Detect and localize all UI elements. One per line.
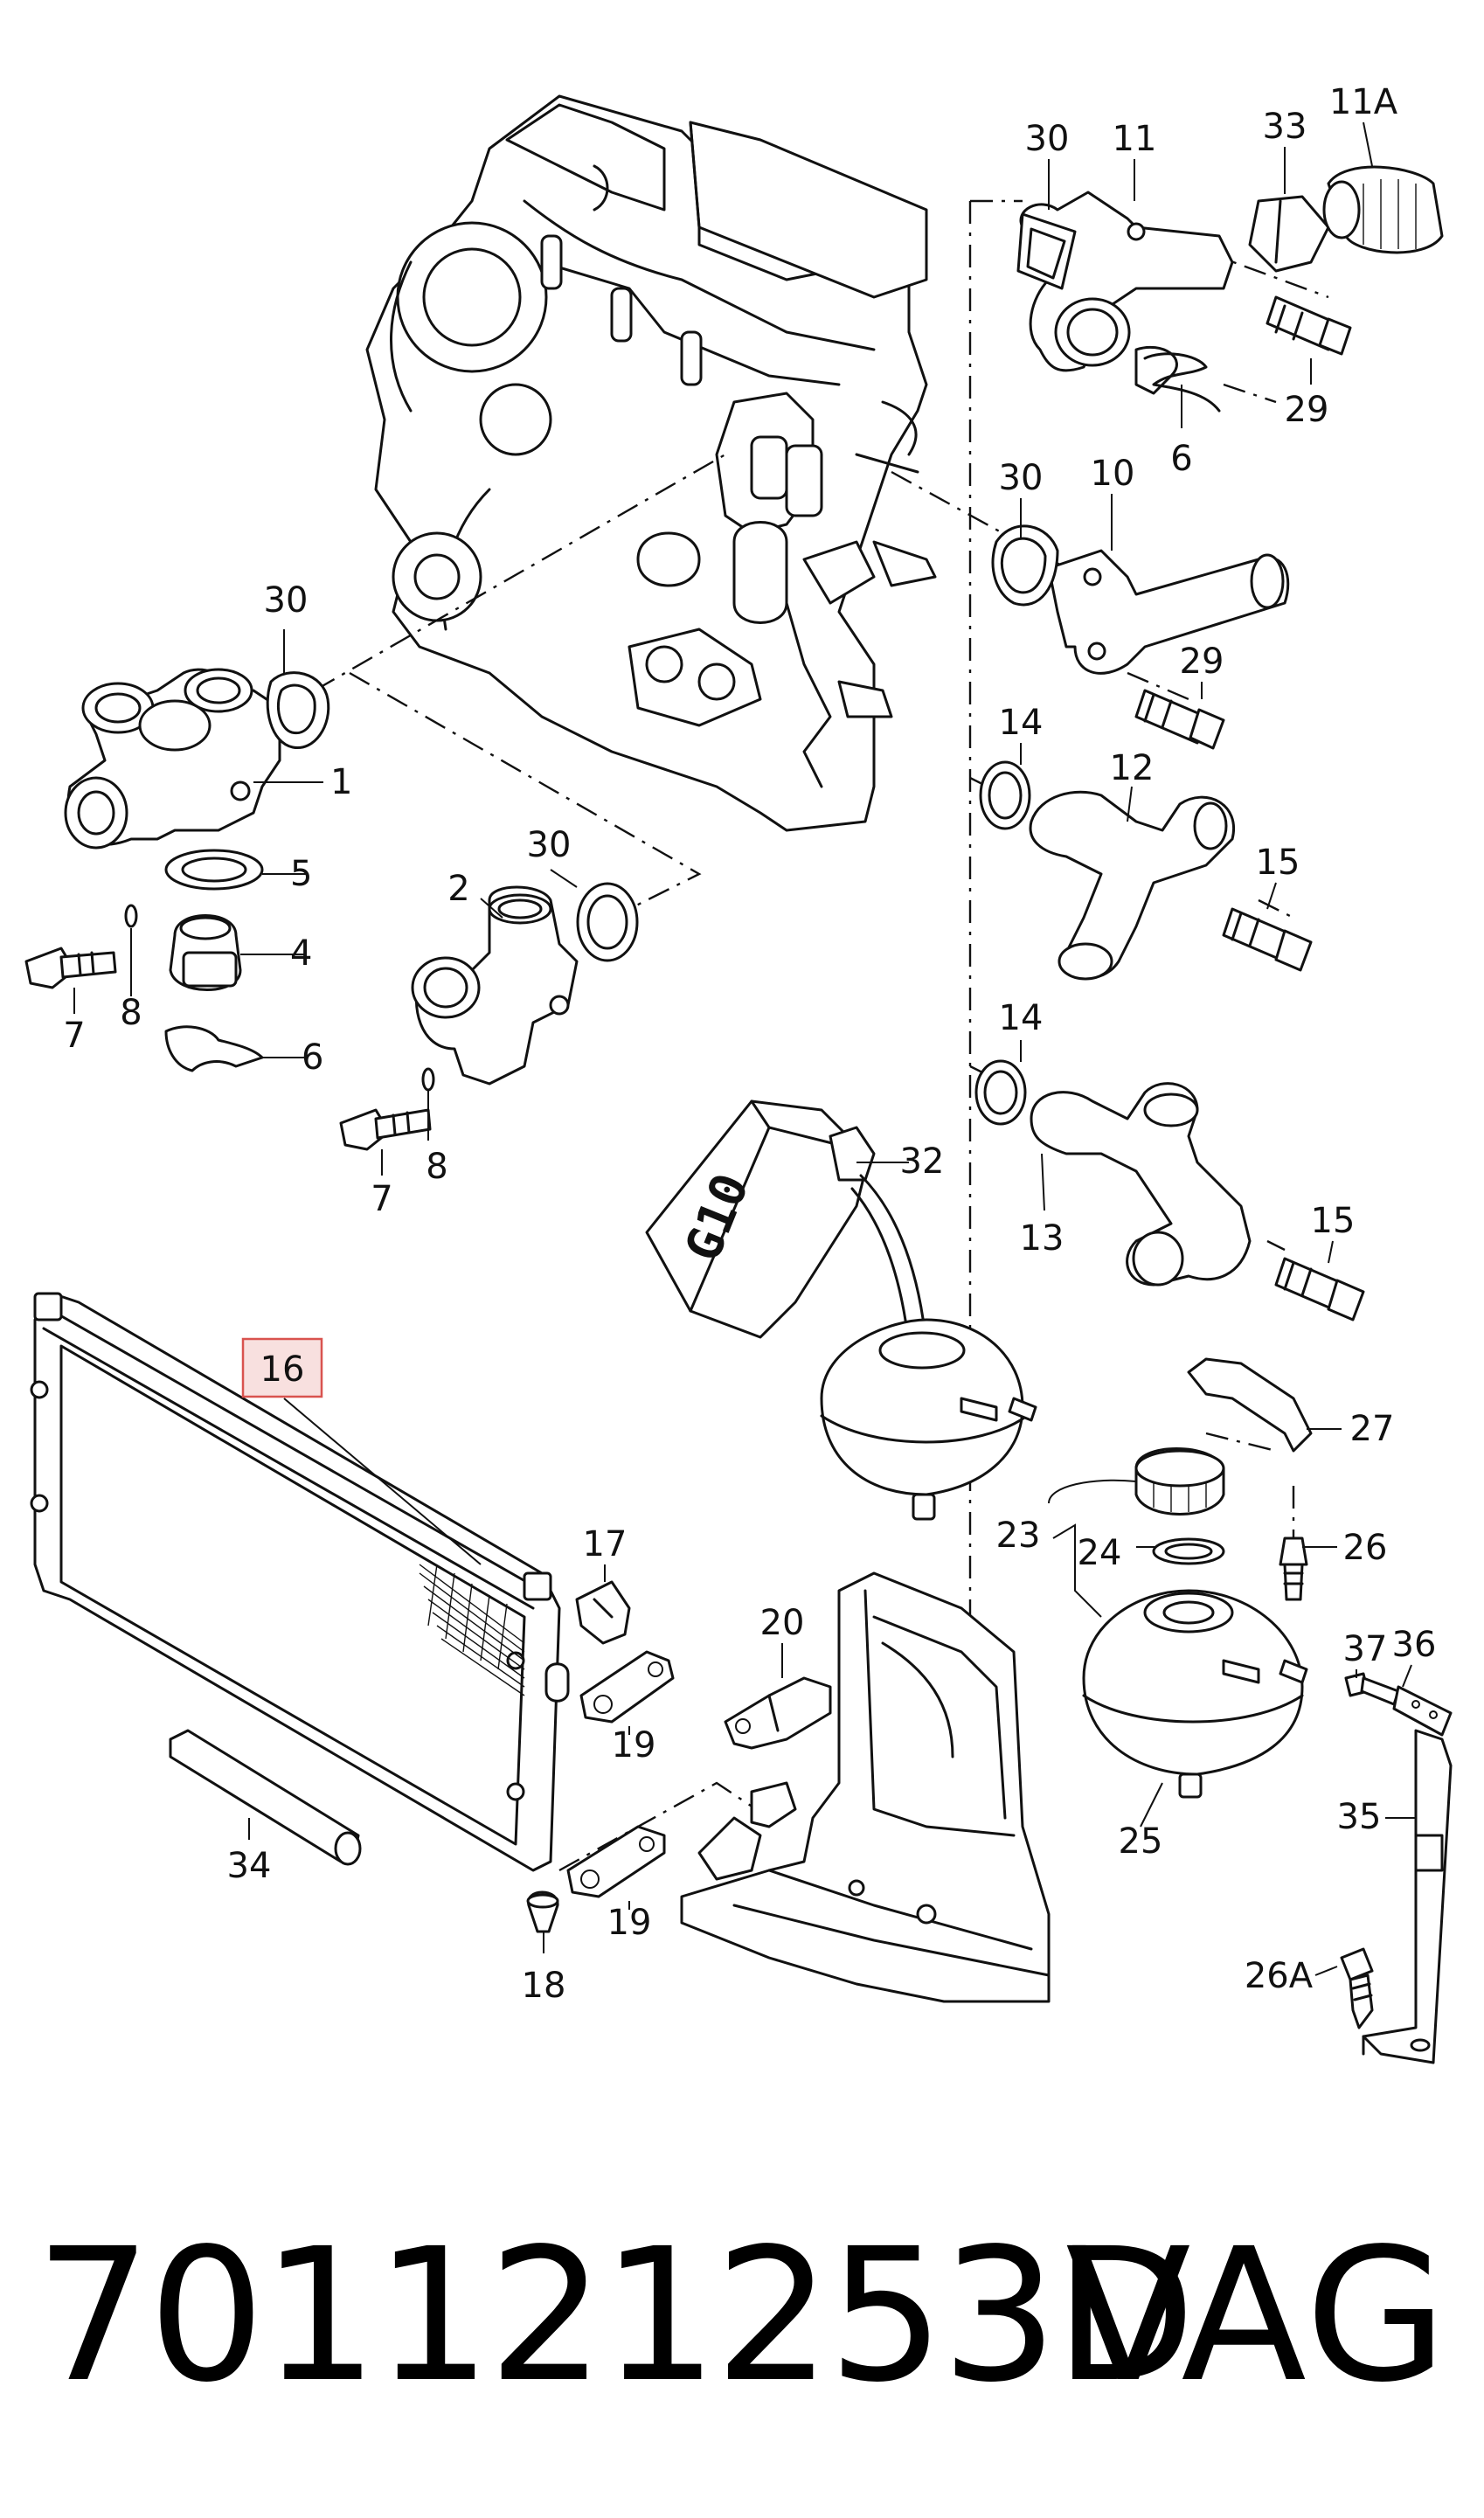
bracket-27 <box>1187 1357 1313 1453</box>
elbow-pipe-13 <box>1030 1082 1252 1287</box>
callout-5: 5 <box>290 854 312 894</box>
callout-11: 11 <box>1113 119 1157 159</box>
cap-23 <box>1134 1447 1225 1516</box>
bracket-20 <box>724 1676 832 1750</box>
callout-32: 32 <box>900 1141 945 1182</box>
callout-4: 4 <box>290 933 312 974</box>
flange-pipe-11 <box>1019 191 1234 395</box>
callout-1: 1 <box>330 762 352 802</box>
bushing-plain <box>544 1662 570 1703</box>
expansion-tank-25 <box>1082 1589 1308 1799</box>
bolt-26 <box>1279 1536 1308 1601</box>
callout-23: 23 <box>996 1516 1041 1556</box>
callout-11A: 11A <box>1329 82 1398 122</box>
callout-12: 12 <box>1110 748 1155 788</box>
bolt-15-mid <box>1222 907 1313 972</box>
seal-strip-34 <box>169 1729 362 1866</box>
callout-29: 29 <box>1180 642 1224 682</box>
brand-name: VAG <box>1065 2209 1449 2423</box>
callout-33: 33 <box>1263 107 1307 147</box>
body-front-panel <box>680 1571 1051 2003</box>
ring-14-mid <box>979 760 1031 830</box>
ring-14-low <box>974 1059 1027 1126</box>
filter-11A <box>1322 165 1444 254</box>
radiator-16 <box>30 1292 561 1872</box>
callout-16: 16 <box>260 1349 305 1390</box>
callout-10: 10 <box>1091 454 1135 494</box>
callout-24: 24 <box>1078 1533 1122 1573</box>
callout-37: 37 <box>1343 1629 1388 1669</box>
coolant-canister-32: G10 <box>645 1099 928 1348</box>
expansion-tank-upper <box>820 1318 1037 1521</box>
callout-16-highlight: 16 <box>241 1337 323 1398</box>
mount-18 <box>526 1890 559 1933</box>
bump-stop-17 <box>575 1580 631 1645</box>
footer: 701121253D VAG <box>0 2202 1484 2465</box>
gasket-30-mid <box>991 524 1059 607</box>
bolt-29-top <box>1266 295 1352 356</box>
leader-lines <box>73 121 1416 1976</box>
engine-block <box>365 94 937 832</box>
callout-36: 36 <box>1392 1625 1437 1665</box>
callout-30: 30 <box>527 825 572 865</box>
callout-35: 35 <box>1337 1797 1382 1837</box>
callout-25: 25 <box>1119 1821 1163 1862</box>
gasket-30-left <box>266 671 330 749</box>
callout-29: 29 <box>1285 390 1329 430</box>
callout-6: 6 <box>1170 439 1192 479</box>
oring-8-left <box>124 904 138 928</box>
callout-14: 14 <box>999 703 1044 743</box>
oring-8-center <box>421 1067 435 1092</box>
bracket-19-lower <box>566 1825 666 1898</box>
parts-exploded-diagram: G10 <box>24 82 1453 2064</box>
thermostat-housing-2 <box>411 885 579 1086</box>
bolt-7-left <box>24 947 117 989</box>
gasket-5 <box>164 849 264 891</box>
callout-30: 30 <box>999 458 1044 498</box>
bolt-7-center <box>339 1108 432 1151</box>
callout-19: 19 <box>612 1725 656 1765</box>
callout-30: 30 <box>1025 119 1070 159</box>
callout-34: 34 <box>227 1846 272 1886</box>
callout-20: 20 <box>760 1603 805 1643</box>
part-number: 701121253D <box>35 2209 1196 2423</box>
callout-labels: 30 11 33 11A 29 6 30 10 29 30 1 5 4 7 8 … <box>63 82 1436 2006</box>
callout-7: 7 <box>371 1179 392 1219</box>
bolt-29-mid <box>1134 689 1225 750</box>
callout-14: 14 <box>999 998 1044 1038</box>
thermostat-housing-1 <box>64 668 281 850</box>
flange-pipe-10 <box>1047 549 1290 675</box>
clip-6-top <box>1143 352 1221 413</box>
callout-7: 7 <box>63 1016 85 1056</box>
bracket-35 <box>1362 1729 1453 2064</box>
callout-17: 17 <box>583 1524 628 1564</box>
callout-8: 8 <box>120 993 142 1033</box>
callout-6: 6 <box>302 1037 323 1078</box>
callout-15: 15 <box>1256 843 1300 883</box>
callout-30: 30 <box>264 580 309 621</box>
nut-36 <box>1392 1685 1453 1737</box>
callout-2: 2 <box>447 869 469 909</box>
bracket-19-upper <box>579 1650 675 1724</box>
callout-15: 15 <box>1311 1201 1356 1241</box>
screw-26A <box>1340 1947 1374 2029</box>
branch-pipe-12 <box>1029 790 1235 981</box>
callout-26A: 26A <box>1245 1956 1314 1996</box>
callout-13: 13 <box>1020 1218 1064 1259</box>
gasket-30-top <box>1016 212 1077 290</box>
callout-26: 26 <box>1343 1528 1388 1568</box>
bolt-37 <box>1344 1672 1400 1706</box>
seal-24 <box>1152 1537 1225 1565</box>
callout-8: 8 <box>426 1147 447 1187</box>
clip-6-left <box>164 1025 264 1072</box>
callout-27: 27 <box>1350 1409 1395 1449</box>
clamp-33 <box>1248 195 1330 273</box>
callout-18: 18 <box>522 1966 566 2006</box>
callout-19: 19 <box>607 1903 652 1943</box>
thermostat-4 <box>169 914 242 991</box>
bolt-15-low <box>1274 1257 1365 1321</box>
gasket-30-center <box>576 882 639 962</box>
